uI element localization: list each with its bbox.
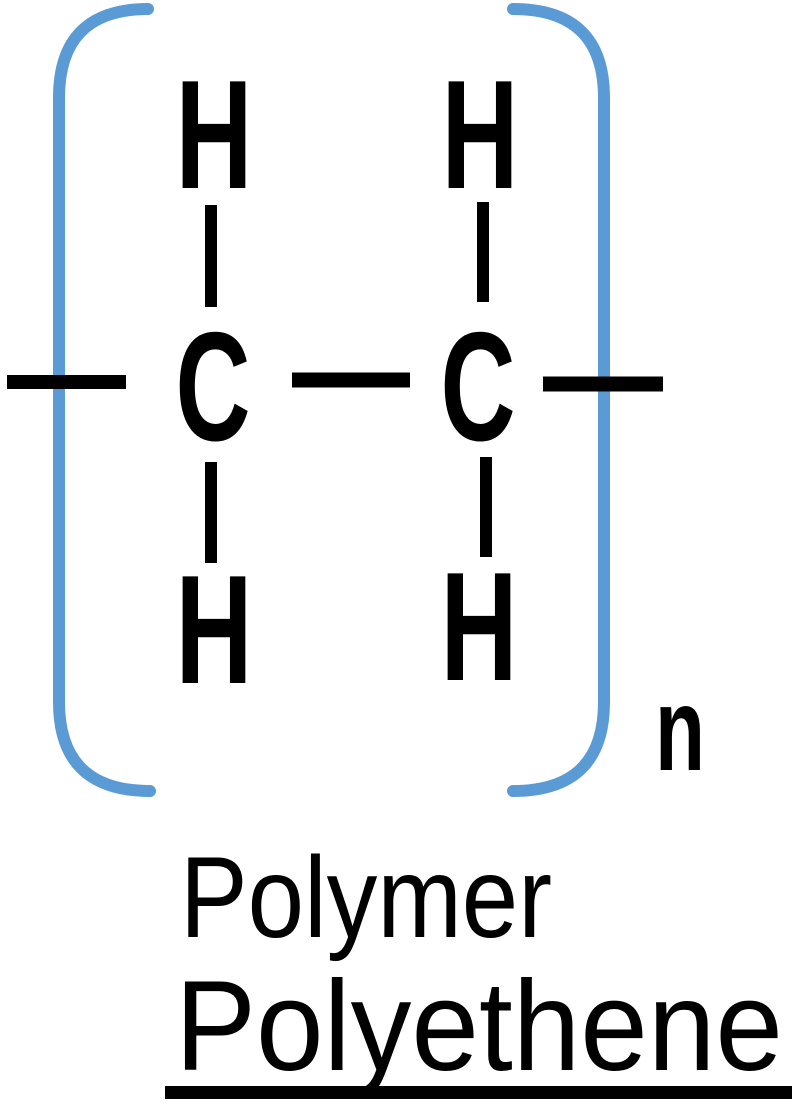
repeat-subscript-n: n xyxy=(655,663,705,796)
atom-hydrogen-top-right: H xyxy=(442,48,519,221)
atom-carbon-right: C xyxy=(441,300,516,473)
polymer-caption: Polymer xyxy=(180,834,552,962)
polyethene-title: Polyethene xyxy=(175,955,783,1098)
left-bracket-shape xyxy=(53,3,156,797)
atom-carbon-left: C xyxy=(176,300,251,473)
atom-hydrogen-bottom-left: H xyxy=(176,543,253,716)
polyethene-underline xyxy=(165,1086,792,1099)
atom-hydrogen-bottom-right: H xyxy=(441,540,518,713)
right-bracket-shape xyxy=(507,3,610,797)
atom-hydrogen-top-left: H xyxy=(176,48,253,221)
